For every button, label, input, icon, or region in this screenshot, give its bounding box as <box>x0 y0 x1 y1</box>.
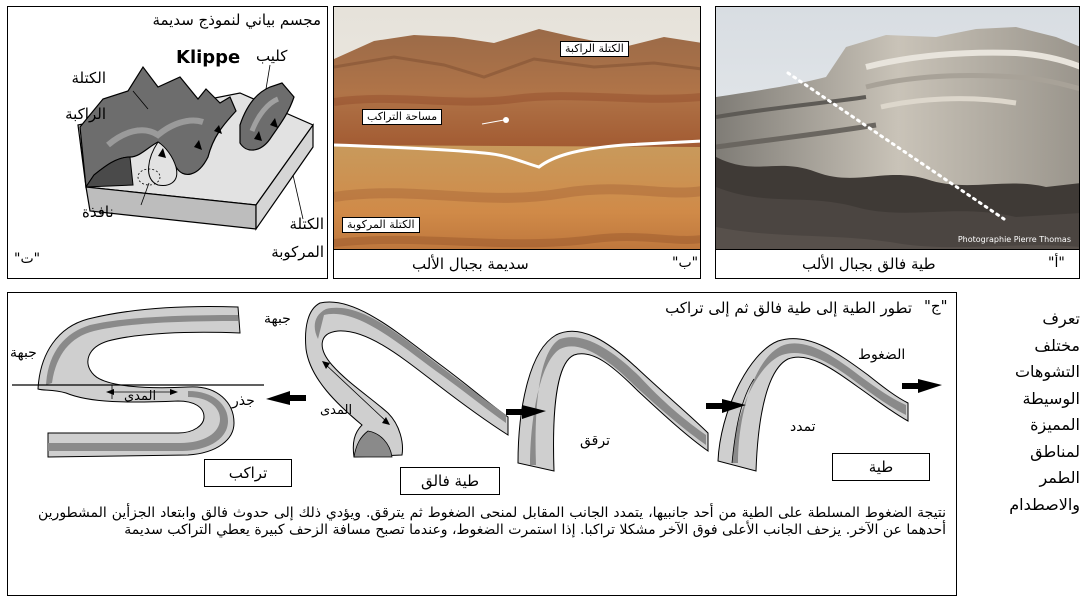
front-label-stage4: جبهة <box>10 345 37 361</box>
photo-caption: سديمة بجبال الألب <box>412 255 529 273</box>
panel-nappe-photo: الكتلة الراكبة مساحة التراكب الكتلة المر… <box>333 6 701 279</box>
side-note-line: الوسيطة <box>1022 388 1080 408</box>
block-diagram-illustration <box>77 64 314 231</box>
compression-label: الضغوط <box>858 347 906 363</box>
panel-letter: "أ" <box>1048 255 1065 271</box>
side-note-line: الطمر <box>1039 468 1080 487</box>
front-label-stage3: جبهة <box>264 311 291 327</box>
fold-evolution-illustration <box>12 301 942 472</box>
side-note: تعرف مختلف التشوهات الوسيطة المميزة لمنا… <box>962 306 1080 518</box>
panel-fold-evolution: "ج" تطور الطية إلى طية فالق ثم إلى تراكب… <box>7 292 957 596</box>
panel-title: مجسم بياني لنموذج سديمة <box>152 11 321 29</box>
stretching-label: تمدد <box>790 419 816 435</box>
caption-bar <box>716 249 1079 278</box>
panel-klippe-block-diagram: مجسم بياني لنموذج سديمة كليب Klippe الكت… <box>7 6 328 279</box>
upper-mass-label-2: الراكبة <box>65 105 106 123</box>
lower-mass-label-1: الكتلة <box>289 215 324 233</box>
klippe-label-ar: كليب <box>256 47 288 65</box>
side-note-line: مختلف <box>1034 335 1080 355</box>
side-note-line: لمناطق <box>1030 441 1080 461</box>
thinning-label: ترقق <box>580 433 610 449</box>
panel-letter: "ت" <box>14 251 41 267</box>
range-label-stage3: المدى <box>320 403 353 418</box>
window-label: نافذة <box>82 203 114 221</box>
panel-letter: "ج" <box>924 297 948 315</box>
fold-box: طية <box>832 453 930 481</box>
evolution-description: نتيجة الضغوط المسلطة على الطية من أحد جا… <box>38 505 946 538</box>
side-note-line: تعرف <box>1042 309 1080 328</box>
lower-mass-label-2: المركوبة <box>271 243 324 261</box>
evolution-title: تطور الطية إلى طية فالق ثم إلى تراكب <box>665 299 912 317</box>
overthrust-box: تراكب <box>204 459 292 487</box>
photo-credit: Photographie Pierre Thomas <box>957 235 1071 244</box>
fault-fold-box: طية فالق <box>400 467 500 495</box>
panel-letter: "ب" <box>672 255 699 271</box>
range-label-stage4: المدى <box>124 389 157 404</box>
nappe-photo <box>334 7 700 278</box>
side-note-line: المميزة <box>1030 415 1080 434</box>
photo-caption: طية فالق بجبال الألب <box>802 255 936 273</box>
side-note-line: والاصطدام <box>1009 494 1080 514</box>
fault-fold-photo <box>716 7 1079 278</box>
lower-mass-tag: الكتلة المركوبة <box>342 217 420 233</box>
upper-mass-tag: الكتلة الراكبة <box>560 41 629 57</box>
klippe-label-en: Klippe <box>176 47 241 68</box>
upper-mass-label-1: الكتلة <box>71 69 106 87</box>
side-note-line: التشوهات <box>1014 362 1080 381</box>
thrust-surface-tag: مساحة التراكب <box>362 109 443 125</box>
root-label: جذر <box>232 393 255 409</box>
panel-fault-fold-photo: Photographie Pierre Thomas طية فالق بجبا… <box>715 6 1080 279</box>
caption-bar <box>334 249 700 278</box>
